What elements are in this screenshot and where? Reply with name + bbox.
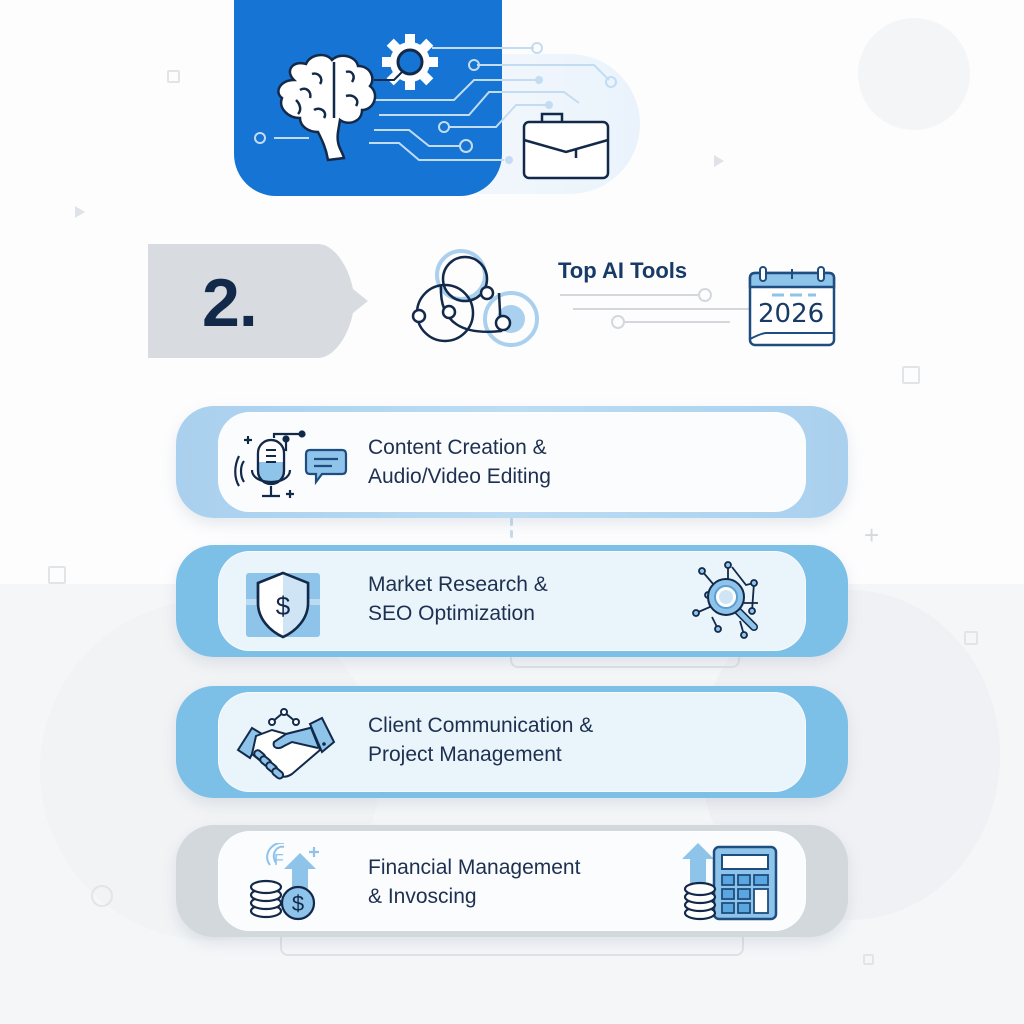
shield-dollar-icon: $ [246, 571, 320, 639]
category-card-client-communication[interactable]: Client Communication & Project Managemen… [176, 686, 848, 798]
card-connector [510, 530, 513, 538]
hero-illustration [254, 34, 617, 180]
coins-dollar-growth-icon: F $ [249, 843, 319, 921]
card-connector [280, 930, 744, 956]
calendar-icon: 2026 [748, 265, 836, 347]
svg-text:$: $ [276, 591, 291, 621]
decorative-square [863, 954, 874, 965]
section-number-tab: 2. [148, 244, 368, 358]
card-title-line1: Content Creation & [368, 436, 547, 459]
decorative-circle [91, 885, 113, 907]
microphone-chat-icon [234, 430, 348, 498]
circuit-lines [254, 42, 617, 164]
briefcase-icon [522, 112, 610, 180]
category-card-content-creation[interactable]: Content Creation & Audio/Video Editing [176, 406, 848, 518]
svg-text:F: F [274, 852, 284, 869]
header-decorative-lines [560, 288, 750, 329]
handshake-icon [236, 708, 336, 780]
brain-icon [277, 53, 377, 162]
svg-text:$: $ [292, 891, 304, 916]
decorative-square [48, 566, 66, 584]
card-title-line1: Market Research & [368, 573, 548, 596]
decorative-plus: + [864, 520, 880, 550]
card-title-line2: Audio/Video Editing [368, 465, 551, 488]
card-title-line1: Client Communication & [368, 714, 594, 737]
background-circle-top-right [858, 18, 970, 130]
category-card-market-research[interactable]: $ Market Research & SEO Optimization [176, 545, 848, 657]
section-number: 2. [202, 265, 258, 341]
decorative-triangle [75, 206, 85, 218]
decorative-square [964, 631, 978, 645]
network-circles-icon [411, 249, 539, 347]
category-card-financial-management[interactable]: F $ Financ [176, 825, 848, 937]
card-title-line1: Financial Management [368, 856, 581, 879]
calendar-year: 2026 [758, 299, 825, 329]
network-magnifier-icon [692, 561, 758, 639]
card-title-line2: Project Management [368, 743, 562, 766]
gear-icon [382, 34, 438, 90]
card-title-line2: SEO Optimization [368, 602, 535, 625]
decorative-triangle [714, 155, 724, 167]
header-title: Top AI Tools [558, 258, 688, 283]
card-connector [510, 518, 513, 526]
decorative-square [167, 70, 180, 83]
card-title-line2: & Invoscing [368, 885, 477, 908]
card-connector [510, 650, 740, 668]
calculator-coins-icon [682, 843, 778, 921]
decorative-square [902, 366, 920, 384]
